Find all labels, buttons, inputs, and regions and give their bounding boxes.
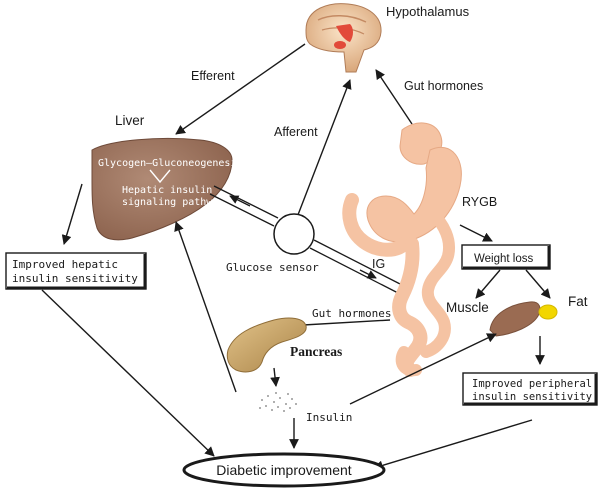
hypothalamus-label: Hypothalamus <box>386 4 470 19</box>
rygb-label: RYGB <box>462 195 497 209</box>
insulin-granules <box>259 392 297 412</box>
fat-label: Fat <box>568 294 588 309</box>
afferent-label: Afferent <box>274 125 318 139</box>
glucose-sensor-label: Glucose sensor <box>226 261 319 274</box>
liver-to-hepatic-sensitivity-arrow <box>61 183 83 245</box>
muscle-tissue <box>489 301 541 337</box>
afferent-arrow <box>295 79 352 221</box>
liver-v-mark <box>149 169 171 184</box>
ig-label: IG <box>372 257 385 271</box>
improved-peripheral-box: Improved peripheral insulin sensitivity <box>462 372 598 406</box>
muscle-label: Muscle <box>446 300 489 315</box>
liver-organ <box>91 137 233 241</box>
hypothalamus-brain <box>305 3 382 73</box>
improved-peripheral-line2: insulin sensitivity <box>472 391 592 403</box>
weight-loss-to-muscle-arrow <box>475 269 501 299</box>
glycogen-label: Glycogen—Gluconeogenesis <box>98 158 243 169</box>
hepatic-line1: Hepatic insulin <box>122 185 212 196</box>
improved-hepatic-box: Improved hepatic insulin sensitivity <box>5 252 147 290</box>
hepatic-to-diabetic-arrow <box>41 289 215 457</box>
pancreas-label: Pancreas <box>290 344 342 359</box>
weight-loss-to-fat-arrow <box>525 269 551 299</box>
gut-hormones-mid-label: Gut hormones <box>312 307 391 320</box>
improved-hepatic-line2: insulin sensitivity <box>12 272 138 285</box>
efferent-arrow <box>175 43 306 135</box>
weight-loss-box: Weight loss <box>461 244 551 270</box>
rygb-stomach-intestine <box>342 122 462 377</box>
weight-loss-label: Weight loss <box>474 253 533 265</box>
diabetic-improvement-label: Diabetic improvement <box>216 462 351 478</box>
liver-label: Liver <box>115 113 145 128</box>
peripheral-to-diabetic-arrow <box>373 419 533 471</box>
improved-peripheral-line1: Improved peripheral <box>472 378 592 390</box>
fat-tissue <box>538 304 558 320</box>
pancreas-to-insulin-arrow <box>270 367 280 387</box>
insulin-label: Insulin <box>306 411 352 424</box>
portal-vein-lines <box>209 185 405 295</box>
efferent-label: Efferent <box>191 69 235 83</box>
rygb-to-weight-loss-arrow <box>459 224 493 242</box>
glucose-sensor-circle <box>273 213 315 255</box>
gut-hormones-top-label: Gut hormones <box>404 79 483 93</box>
improved-hepatic-line1: Improved hepatic <box>12 258 118 271</box>
diabetic-improvement-ellipse <box>182 452 386 488</box>
insulin-to-muscle-arrow <box>349 333 497 405</box>
insulin-to-liver-arrow <box>174 221 237 393</box>
gut-hormones-to-brain-arrow <box>375 69 413 125</box>
hepatic-line2: signaling pathway <box>122 197 224 208</box>
pancreas-organ <box>226 317 307 373</box>
